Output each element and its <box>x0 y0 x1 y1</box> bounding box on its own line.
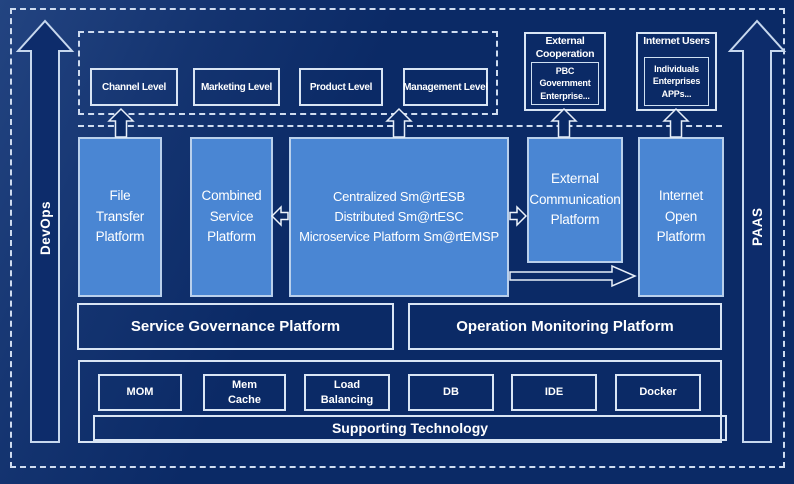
right-arrow-icon <box>509 205 528 227</box>
level-label: Product Level <box>309 81 373 93</box>
right-long-arrow-icon <box>509 264 637 288</box>
central-esb-platform-box: Centralized Sm@rtESB Distributed Sm@rtES… <box>289 137 509 297</box>
level-label: Marketing Level <box>200 81 273 93</box>
up-arrow-icon <box>550 107 578 138</box>
up-arrow-icon <box>107 107 135 138</box>
tech-box-mom: MOM <box>98 374 182 411</box>
up-arrow-icon <box>662 107 690 138</box>
level-label: Channel Level <box>102 81 166 93</box>
external-cooperation-members: PBC Government Enterprise... <box>531 62 599 105</box>
internet-open-platform-box: Internet Open Platform <box>638 137 724 297</box>
service-governance-platform-box: Service Governance Platform <box>77 303 394 350</box>
tech-box-mem-cache: Mem Cache <box>203 374 286 411</box>
devops-label: DevOps <box>38 200 53 256</box>
tech-box-docker: Docker <box>615 374 701 411</box>
level-box-channel: Channel Level <box>90 68 178 106</box>
level-box-product: Product Level <box>299 68 383 106</box>
level-box-management: Management Level <box>403 68 488 106</box>
left-arrow-icon <box>270 205 289 227</box>
external-communication-platform-box: External Communication Platform <box>527 137 623 263</box>
paas-label: PAAS <box>750 207 765 247</box>
level-box-marketing: Marketing Level <box>193 68 280 106</box>
internet-users-members: Individuals Enterprises APPs... <box>644 57 709 106</box>
supporting-technology-bar: Supporting Technology <box>93 415 727 441</box>
tech-box-db: DB <box>408 374 494 411</box>
external-cooperation-title: External Cooperation <box>535 35 595 61</box>
operation-monitoring-platform-box: Operation Monitoring Platform <box>408 303 722 350</box>
up-arrow-icon <box>385 107 413 138</box>
supporting-technology-container <box>78 360 722 443</box>
file-transfer-platform-box: File Transfer Platform <box>78 137 162 297</box>
paas-up-arrow-icon <box>727 19 787 443</box>
levels-dashed-container <box>78 31 498 115</box>
internet-users-title: Internet Users <box>643 35 710 47</box>
tech-box-ide: IDE <box>511 374 597 411</box>
level-label: Management Level <box>403 81 488 93</box>
tech-box-load-balancing: Load Balancing <box>304 374 390 411</box>
combined-service-platform-box: Combined Service Platform <box>190 137 273 297</box>
outer-dashed-border <box>10 8 785 468</box>
devops-up-arrow-icon <box>15 19 75 443</box>
